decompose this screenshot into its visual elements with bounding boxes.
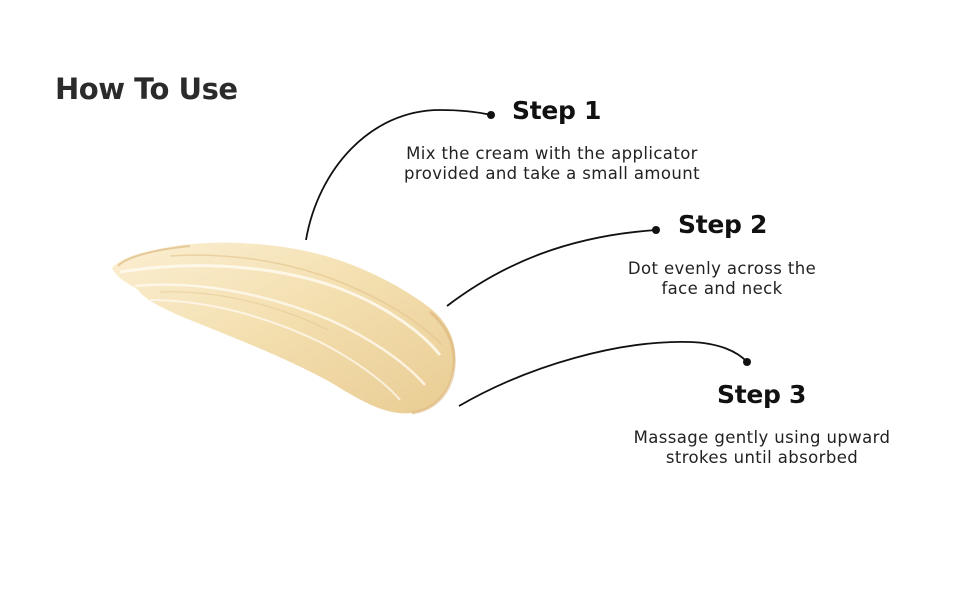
step-1-description-line: provided and take a small amount — [404, 164, 700, 183]
step-2-heading: Step 2 — [678, 210, 768, 239]
step-1-heading: Step 1 — [512, 96, 602, 125]
page-title: How To Use — [55, 72, 238, 106]
step-3-description: Massage gently using upward strokes unti… — [582, 428, 942, 468]
step-1-description-line: Mix the cream with the applicator — [406, 144, 698, 163]
connector-dot-step-1 — [487, 111, 495, 119]
connector-step-2 — [446, 229, 657, 307]
step-3-heading: Step 3 — [717, 380, 807, 409]
step-2-description: Dot evenly across the face and neck — [572, 259, 872, 299]
step-2-description-line: face and neck — [661, 279, 783, 298]
step-2-description-line: Dot evenly across the — [627, 259, 817, 278]
step-1-description: Mix the cream with the applicator provid… — [352, 144, 752, 184]
connector-dot-step-3 — [743, 358, 751, 366]
connector-dot-step-2 — [652, 226, 660, 234]
cream-swatch-image — [112, 242, 456, 415]
step-3-description-line: strokes until absorbed — [665, 448, 859, 467]
step-3-description-line: Massage gently using upward — [633, 428, 891, 447]
connector-step-1 — [305, 109, 492, 241]
connector-step-3 — [458, 341, 748, 407]
